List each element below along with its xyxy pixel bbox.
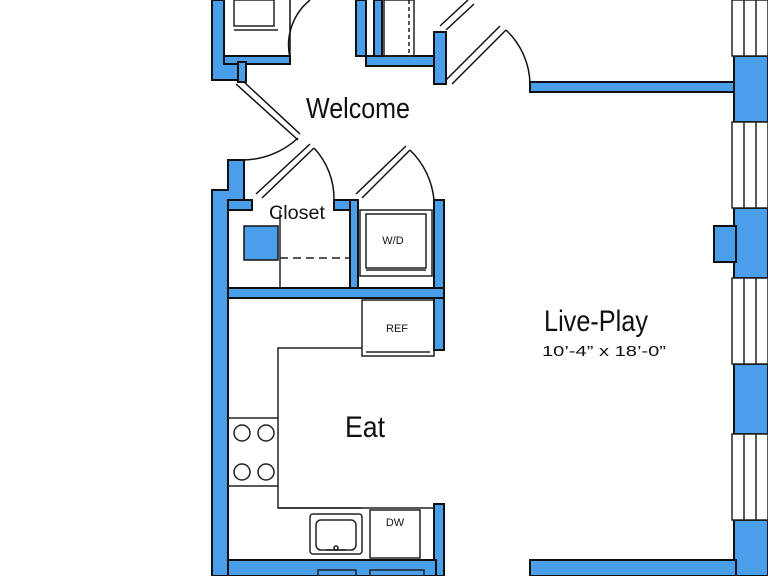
wall-top-left-sill bbox=[223, 55, 291, 65]
wall-top-right bbox=[529, 81, 737, 93]
window-2 bbox=[731, 121, 768, 209]
wall-closet-top-left bbox=[227, 199, 253, 211]
appliance-label-ref: REF bbox=[386, 323, 408, 335]
wall-top-middle-ledge bbox=[365, 55, 435, 67]
door-wd bbox=[361, 149, 411, 199]
wall-right-exterior-3 bbox=[713, 225, 737, 263]
fixtures bbox=[228, 0, 435, 576]
washer-dryer bbox=[359, 209, 433, 277]
appliance-label-wd: W/D bbox=[382, 235, 403, 247]
wall-closet-divider-vertical bbox=[349, 199, 359, 297]
door-live-play bbox=[451, 29, 507, 85]
window-4 bbox=[731, 433, 768, 521]
room-label-welcome: Welcome bbox=[306, 93, 410, 125]
door-closet bbox=[261, 147, 315, 199]
window-3 bbox=[731, 277, 768, 365]
stove-icon bbox=[233, 424, 275, 481]
door-entry bbox=[235, 83, 299, 141]
fixture-top-left bbox=[233, 0, 275, 27]
appliance-label-dw: DW bbox=[386, 517, 405, 529]
wall-right-exterior-5 bbox=[733, 519, 768, 576]
wall-kitchen-right-bottom bbox=[433, 503, 445, 576]
refrigerator bbox=[361, 299, 435, 357]
fixture-top-middle bbox=[383, 0, 415, 57]
windows bbox=[731, 0, 768, 521]
wall-right-exterior-4 bbox=[733, 363, 768, 435]
wall-bottom-right bbox=[529, 559, 737, 576]
wall-top-middle-pillar bbox=[433, 31, 447, 85]
window-1 bbox=[731, 0, 768, 57]
walls bbox=[211, 0, 768, 576]
wall-right-exterior-1 bbox=[733, 55, 768, 123]
wall-right-exterior-2 bbox=[733, 207, 768, 279]
wall-top-middle-inner bbox=[373, 0, 383, 57]
sink-icon bbox=[309, 513, 363, 555]
fixture-bottom-right bbox=[369, 569, 425, 576]
closet-column bbox=[243, 225, 279, 261]
room-label-eat: Eat bbox=[345, 411, 386, 444]
room-label-closet: Closet bbox=[269, 203, 326, 224]
room-dimensions-live-play: 10’-4” x 18’-0” bbox=[542, 343, 666, 360]
room-label-live-play: Live-Play bbox=[544, 305, 648, 338]
fixture-bottom-left bbox=[317, 569, 357, 576]
wall-top-left-return bbox=[237, 61, 247, 83]
dishwasher bbox=[369, 509, 421, 559]
door-top-middle bbox=[439, 0, 469, 27]
doors bbox=[235, 0, 531, 201]
wall-closet-bottom bbox=[227, 287, 445, 299]
wall-wd-right bbox=[433, 199, 445, 351]
wall-top-middle-left bbox=[355, 0, 367, 57]
wall-bottom-left bbox=[227, 559, 437, 576]
